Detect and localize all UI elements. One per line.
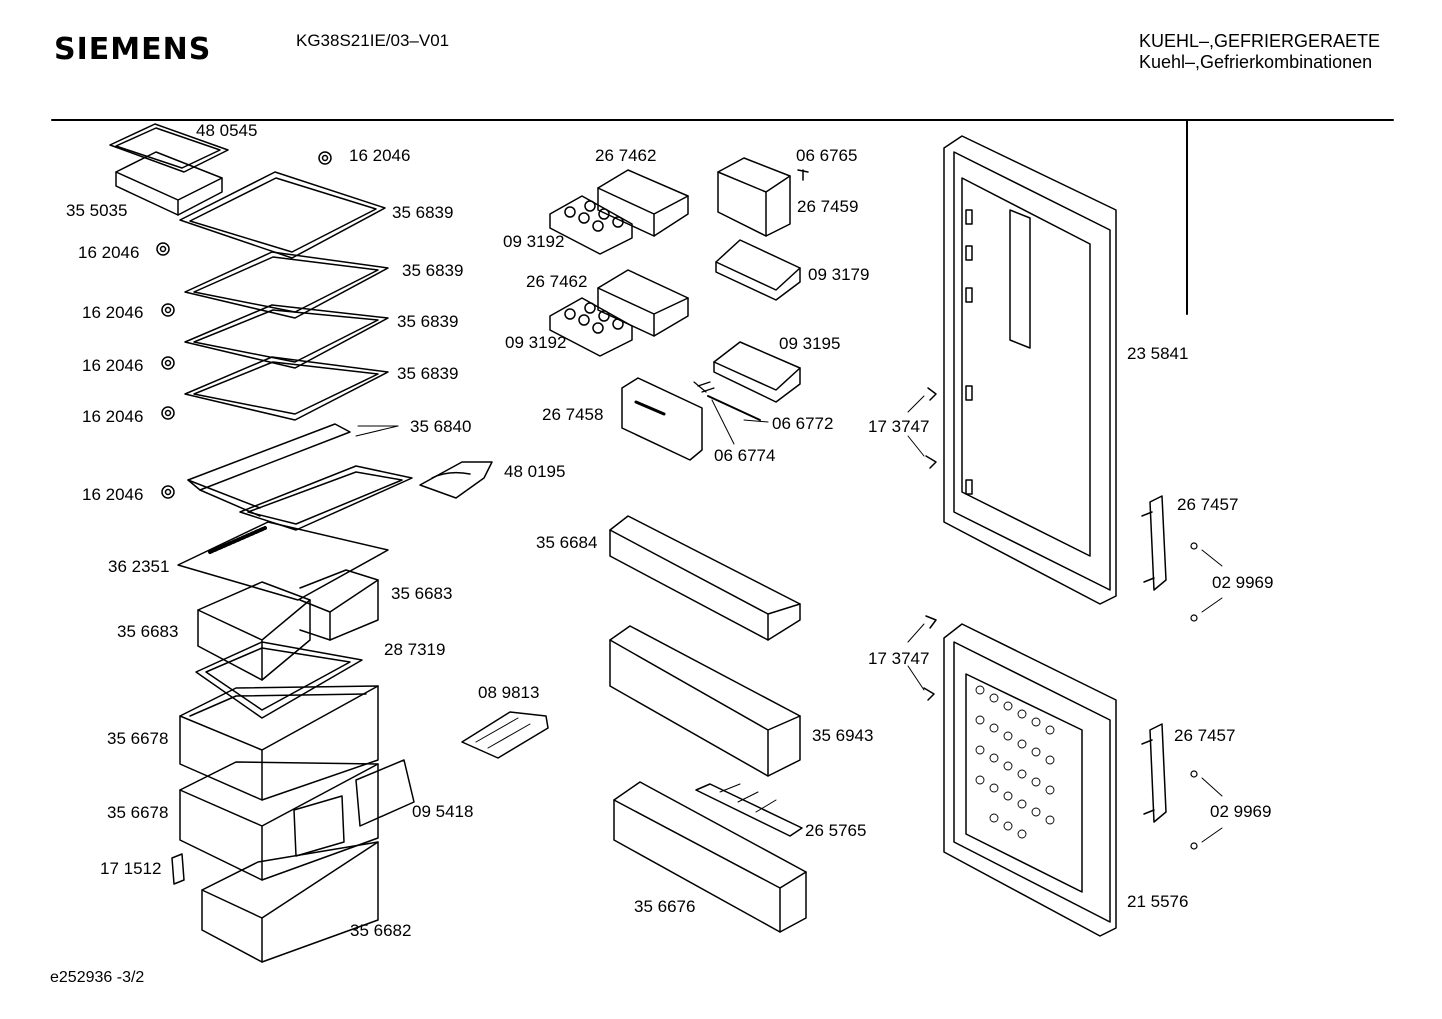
door-shelf-small-2 xyxy=(713,341,801,403)
part-label: 26 5765 xyxy=(805,821,867,840)
door-bin-large-1 xyxy=(609,515,801,641)
brand-logo: SIEMENS xyxy=(54,32,212,67)
part-label: 35 6839 xyxy=(392,203,454,222)
dairy-flap xyxy=(621,377,703,461)
hinge-screws xyxy=(923,387,937,701)
part-label: 48 0195 xyxy=(504,462,566,481)
part-label: 08 9813 xyxy=(478,683,540,702)
part-label: 35 6683 xyxy=(117,622,179,641)
part-label: 35 6683 xyxy=(391,584,453,603)
glass-shelf-2 xyxy=(184,251,389,319)
document-id: e252936 -3/2 xyxy=(50,969,145,986)
part-label: 02 9969 xyxy=(1212,573,1274,592)
leader-lines xyxy=(711,395,1223,843)
part-label: 35 5035 xyxy=(66,201,128,220)
glass-shelf-3 xyxy=(184,304,389,369)
butter-compartment xyxy=(717,157,791,237)
part-label: 26 7462 xyxy=(526,272,588,291)
part-label: 35 6676 xyxy=(634,897,696,916)
crisper-cover-shelf xyxy=(177,521,389,601)
part-label: 16 2046 xyxy=(82,407,144,426)
butter-tray-assembly xyxy=(109,123,229,216)
part-label: 02 9969 xyxy=(1210,802,1272,821)
door-bin-large-3 xyxy=(613,781,807,933)
category-subtitle: Kuehl–,Gefrierkombinationen xyxy=(1139,52,1373,72)
glass-shelf-1 xyxy=(179,171,386,259)
part-label: 09 5418 xyxy=(412,802,474,821)
door-bin-large-2 xyxy=(609,625,801,777)
egg-tray-1 xyxy=(549,195,633,255)
freezer-door xyxy=(943,623,1117,937)
part-label: 17 3747 xyxy=(868,649,930,668)
part-label: 21 5576 xyxy=(1127,892,1189,911)
part-label: 16 2046 xyxy=(349,146,411,165)
part-label: 09 3192 xyxy=(503,232,565,251)
part-label: 35 6678 xyxy=(107,803,169,822)
part-label: 16 2046 xyxy=(82,303,144,322)
part-label: 09 3195 xyxy=(779,334,841,353)
ice-tray xyxy=(461,711,549,759)
part-label: 35 6840 xyxy=(410,417,472,436)
part-label: 09 3192 xyxy=(505,333,567,352)
egg-tray-2 xyxy=(549,297,633,357)
part-label: 26 7459 xyxy=(797,197,859,216)
part-label: 48 0545 xyxy=(196,121,258,140)
glass-plate-frame xyxy=(195,641,363,719)
category-title: KUEHL–,GEFRIERGERAETE xyxy=(1139,31,1381,51)
door-bin-small-1 xyxy=(597,169,689,237)
freezer-drawer-2 xyxy=(179,761,379,881)
door-handles xyxy=(1141,495,1167,823)
part-label: 35 6678 xyxy=(107,729,169,748)
door-bin-small-2 xyxy=(597,269,689,337)
film-cover xyxy=(419,461,493,499)
bottle-retainer xyxy=(695,783,803,837)
part-label: 26 7457 xyxy=(1177,495,1239,514)
part-label: 06 6765 xyxy=(796,146,858,165)
model-number: KG38S21IE/03–V01 xyxy=(296,31,450,50)
part-label: 35 6839 xyxy=(397,312,459,331)
crisper-drawers xyxy=(197,569,379,681)
screw-parts xyxy=(797,169,809,181)
hinge-pin-spring xyxy=(693,381,761,421)
part-label: 17 3747 xyxy=(868,417,930,436)
part-label: 06 6772 xyxy=(772,414,834,433)
fridge-door xyxy=(943,135,1117,605)
part-label: 16 2046 xyxy=(82,485,144,504)
part-label: 26 7462 xyxy=(595,146,657,165)
part-label: 35 6682 xyxy=(350,921,412,940)
part-label: 35 6943 xyxy=(812,726,874,745)
glass-shelf-4 xyxy=(184,356,389,421)
part-label: 16 2046 xyxy=(78,243,140,262)
part-label: 23 5841 xyxy=(1127,344,1189,363)
freezer-drawer-1 xyxy=(179,685,379,801)
part-label: 16 2046 xyxy=(82,356,144,375)
part-label: 09 3179 xyxy=(808,265,870,284)
part-label: 06 6774 xyxy=(714,446,776,465)
cold-packs xyxy=(293,759,415,857)
part-label: 17 1512 xyxy=(100,859,162,878)
part-label: 35 6684 xyxy=(536,533,598,552)
clip-part xyxy=(171,853,185,885)
door-shelf-small-1 xyxy=(715,239,801,301)
part-label: 36 2351 xyxy=(108,557,170,576)
part-label: 28 7319 xyxy=(384,640,446,659)
freezer-drawer-3 xyxy=(201,841,379,963)
part-label: 26 7458 xyxy=(542,405,604,424)
shelf-support-rollers xyxy=(156,151,332,499)
handle-caps xyxy=(1190,542,1198,850)
part-label: 35 6839 xyxy=(402,261,464,280)
part-label: 26 7457 xyxy=(1174,726,1236,745)
part-label: 35 6839 xyxy=(397,364,459,383)
split-shelf xyxy=(187,423,413,531)
